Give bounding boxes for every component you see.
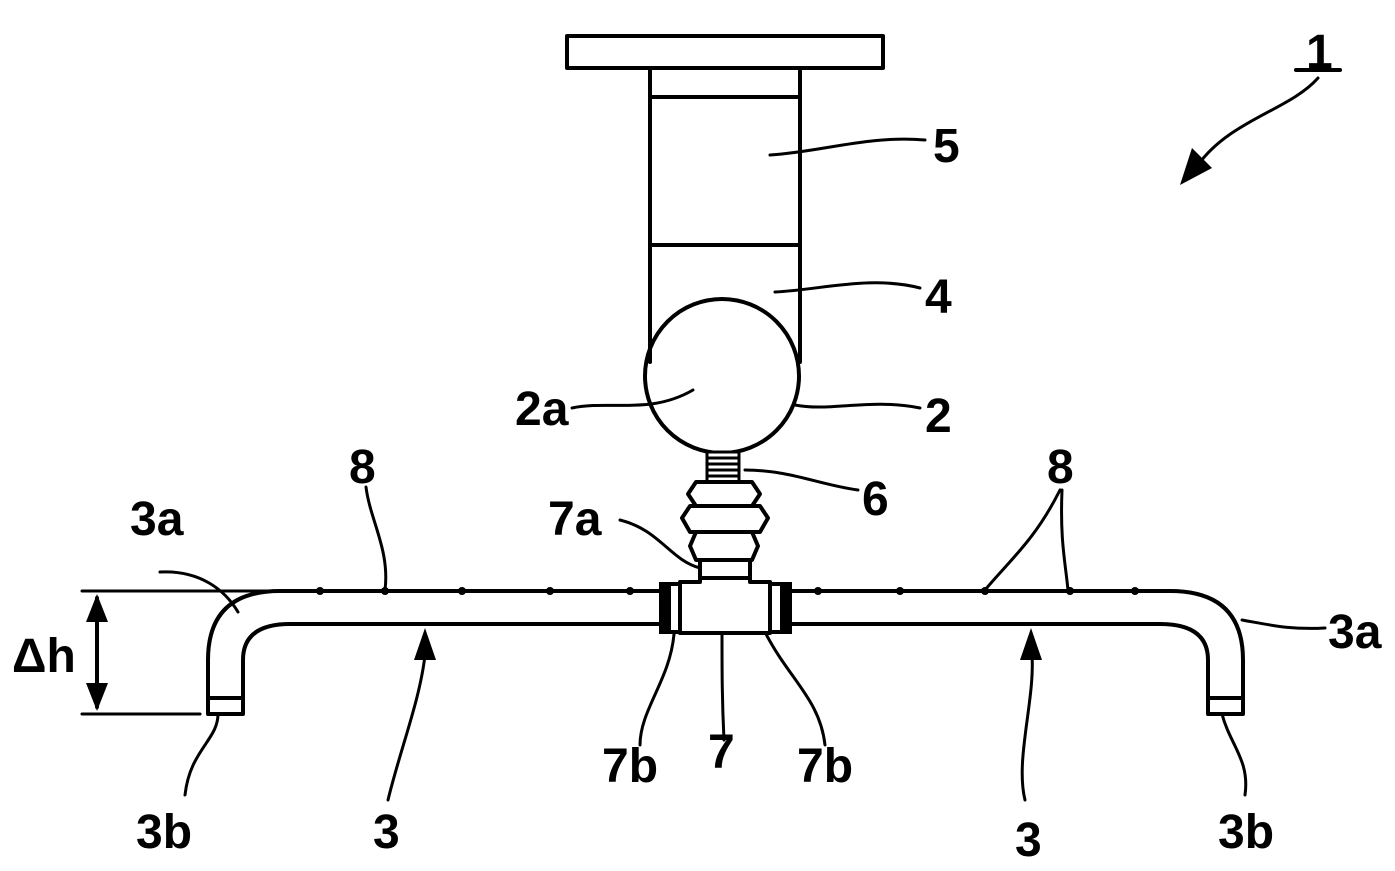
label-pipe-end-left: 3b [136, 806, 192, 859]
tee-fitting [659, 558, 792, 635]
label-ball-face: 2a [515, 383, 569, 436]
label-ball: 2 [925, 390, 952, 443]
label-thread: 6 [862, 473, 889, 526]
label-pipe-end-right: 3b [1218, 806, 1274, 859]
label-tee-top: 7a [548, 493, 602, 546]
label-pipe-left: 3 [373, 806, 400, 859]
label-tee-end-right: 7b [797, 740, 853, 793]
pipe-right [790, 589, 1245, 716]
spray-holes [316, 587, 1139, 595]
ball [643, 297, 801, 455]
label-tee-end-left: 7b [602, 740, 658, 793]
label-holes-right: 8 [1047, 441, 1074, 494]
mounting-plate [565, 34, 885, 70]
label-tee: 7 [708, 726, 735, 779]
thread-stem [705, 450, 741, 484]
label-bend-right: 3a [1328, 606, 1382, 659]
cylinder-body [648, 66, 802, 364]
height-dimension [80, 589, 272, 716]
label-bend-left: 3a [130, 493, 184, 546]
label-height-diff: Δh [12, 630, 76, 683]
label-pipe-right: 3 [1015, 814, 1042, 867]
label-body: 4 [925, 271, 952, 324]
pipe-left [206, 589, 661, 716]
leader-lines [158, 76, 1327, 802]
label-cylinder: 5 [933, 120, 960, 173]
label-holes-left: 8 [349, 441, 376, 494]
nut [680, 480, 770, 562]
